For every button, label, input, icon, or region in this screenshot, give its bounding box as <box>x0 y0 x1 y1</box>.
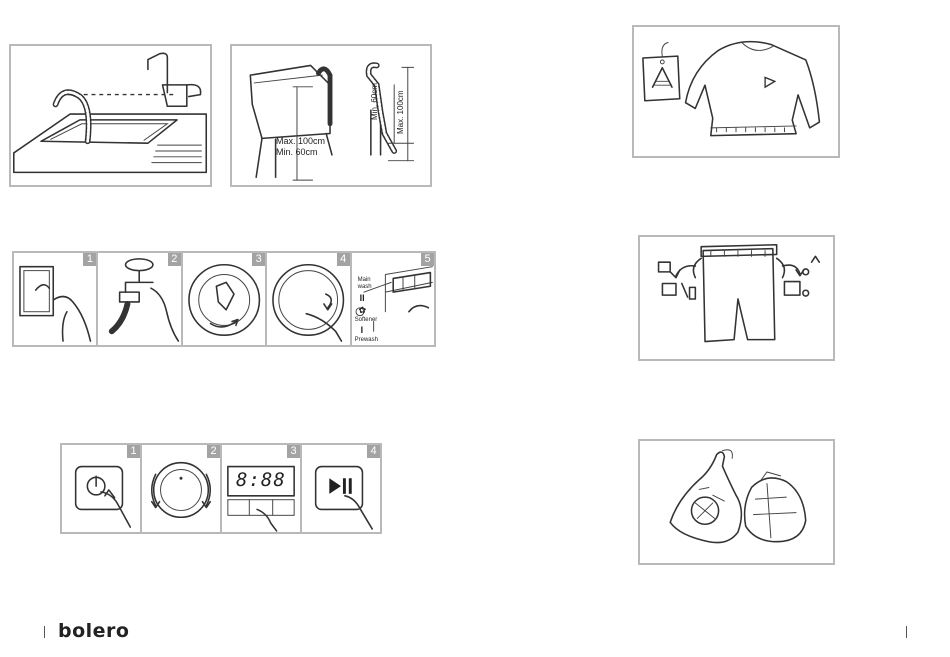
side-min-label: Min. 60cm <box>370 83 379 120</box>
start-pause-button-icon <box>302 445 380 532</box>
step-number: 3 <box>252 253 265 266</box>
max-height-label: Max. 100cm <box>276 136 325 146</box>
display-readout: 8:88 <box>236 469 286 491</box>
prewash-label: Prewash <box>355 337 378 343</box>
load-drum-icon <box>183 253 265 345</box>
step-load-drum: 3 <box>183 253 267 345</box>
step-number: 1 <box>127 445 140 458</box>
side-max-label: Max. 100cm <box>396 90 405 134</box>
laundry-bag-illustration <box>640 441 833 563</box>
step-number: 4 <box>367 445 380 458</box>
main-wash-label: Main wash <box>358 277 380 291</box>
step-start-pause: 4 <box>302 445 380 532</box>
step-number: 4 <box>337 253 350 266</box>
step-power-on: 1 <box>62 445 142 532</box>
footer-left-tick <box>44 626 45 638</box>
loading-steps-strip: 1 2 3 4 <box>12 251 436 347</box>
sweater-care-label-illustration <box>634 27 838 156</box>
main-wash-symbol: II <box>360 293 365 303</box>
close-door-icon <box>267 253 349 345</box>
plug-in-icon <box>14 253 96 345</box>
softener-symbol-icon: ✿ <box>359 305 367 316</box>
hose-sink-panel <box>9 44 212 187</box>
step-number: 2 <box>207 445 220 458</box>
step-number: 3 <box>287 445 300 458</box>
step-select-program: 2 <box>142 445 222 532</box>
footer-right-tick <box>906 626 907 638</box>
care-label-panel <box>632 25 840 158</box>
step-number: 1 <box>83 253 96 266</box>
trousers-pockets-illustration <box>640 237 833 359</box>
control-steps-strip: 1 2 3 8:88 4 <box>60 443 382 534</box>
step-plug-in: 1 <box>14 253 98 345</box>
prewash-symbol: I <box>361 325 364 335</box>
power-button-icon <box>62 445 140 532</box>
laundry-bag-panel <box>638 439 835 565</box>
step-number: 5 <box>421 253 434 266</box>
brand-logo: bolero <box>58 620 129 642</box>
step-set-options: 3 8:88 <box>222 445 302 532</box>
step-number: 2 <box>168 253 181 266</box>
empty-pockets-panel <box>638 235 835 361</box>
hose-sink-illustration <box>11 46 210 185</box>
softener-label: Softener <box>355 317 378 323</box>
step-open-tap: 2 <box>98 253 182 345</box>
step-close-door: 4 <box>267 253 351 345</box>
min-height-label: Min. 60cm <box>276 147 318 157</box>
step-add-detergent: 5 Main wash II ✿ Softener I Prewash <box>352 253 434 345</box>
program-dial-icon <box>142 445 220 532</box>
water-tap-icon <box>98 253 180 345</box>
drain-height-panel: Max. 100cm Min. 60cm Min. 60cm Max. 100c… <box>230 44 432 187</box>
